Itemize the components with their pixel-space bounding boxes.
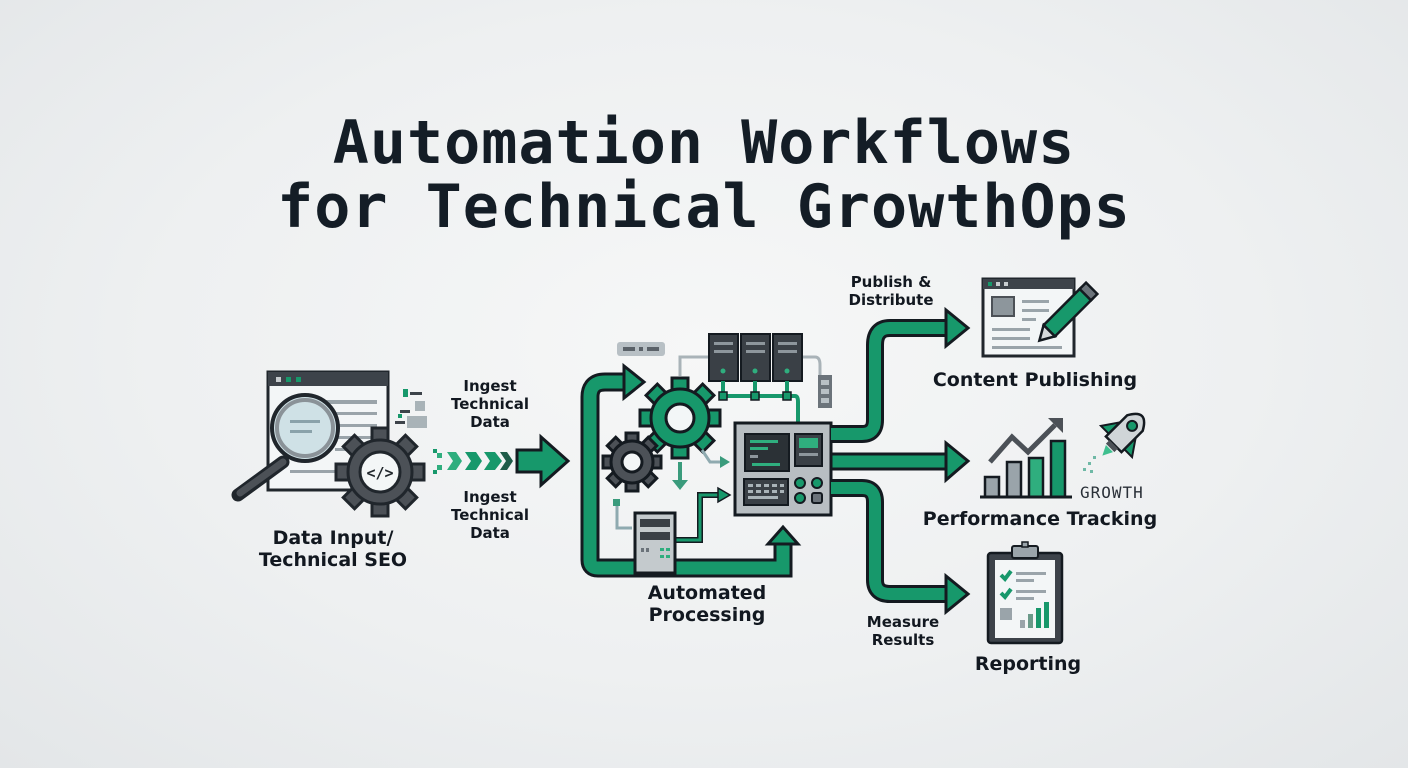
measure-results-label: Measure Results xyxy=(850,613,956,649)
page-title-line-2: for Technical GrowthOps xyxy=(277,172,1131,242)
processing-label-line-1: Automated xyxy=(647,582,767,604)
growth-badge: GROWTH xyxy=(1080,483,1144,502)
measure-arrow-icon xyxy=(831,479,971,616)
processing-label-line-2: Processing xyxy=(648,604,766,626)
measure-line-1: Measure xyxy=(866,613,940,631)
bar-chart-icon xyxy=(980,418,1072,499)
data-fragments-icon xyxy=(395,389,437,474)
ingest-top-line-2: Technical xyxy=(451,395,529,413)
page-title-line-1: Automation Workflows xyxy=(332,108,1076,178)
control-panel-icon xyxy=(733,421,833,517)
ingest-bottom-line-1: Ingest xyxy=(463,488,517,506)
reporting-label: Reporting xyxy=(974,653,1082,675)
gray-gear-icon xyxy=(601,431,663,493)
publish-distribute-label: Publish & Distribute xyxy=(836,273,946,309)
document-pencil-icon xyxy=(981,277,1100,358)
publish-arrow-icon xyxy=(831,306,971,443)
green-gear-icon xyxy=(638,376,722,460)
rocket-icon xyxy=(1098,412,1146,460)
input-stage-label: Data Input/ Technical SEO xyxy=(238,527,428,571)
svg-text:</>: </> xyxy=(366,464,393,482)
clipboard-report-icon xyxy=(986,541,1064,645)
exhaust-particles-icon xyxy=(1083,456,1096,473)
publish-line-2: Distribute xyxy=(848,291,934,309)
flow-arrows-icon xyxy=(613,449,732,543)
input-label-line-2: Technical SEO xyxy=(258,549,408,571)
ingest-bottom-line-2: Technical xyxy=(451,506,529,524)
ingest-arrow-icon xyxy=(515,433,571,489)
ingest-label-top: Ingest Technical Data xyxy=(438,377,542,431)
magnifying-glass-icon xyxy=(231,393,340,502)
performance-tracking-label: Performance Tracking xyxy=(922,508,1158,530)
measure-line-2: Results xyxy=(871,631,935,649)
ingest-top-line-3: Data xyxy=(470,413,510,431)
small-server-icon xyxy=(633,511,677,575)
loop-arrow-icon xyxy=(580,362,802,578)
ingest-bottom-line-3: Data xyxy=(470,524,510,542)
server-rack-icon xyxy=(678,333,832,424)
code-gear-icon: </> xyxy=(334,426,426,518)
ingest-top-line-1: Ingest xyxy=(463,377,517,395)
connector-bar-icon xyxy=(617,342,665,356)
dotted-chevron-arrow-icon xyxy=(437,452,513,470)
input-label-line-1: Data Input/ xyxy=(272,527,394,549)
processing-stage-label: Automated Processing xyxy=(620,582,794,626)
tracking-arrow-icon xyxy=(829,439,971,484)
ingest-label-bottom: Ingest Technical Data xyxy=(438,488,542,542)
publish-line-1: Publish & xyxy=(850,273,932,291)
content-publishing-label: Content Publishing xyxy=(932,369,1138,391)
